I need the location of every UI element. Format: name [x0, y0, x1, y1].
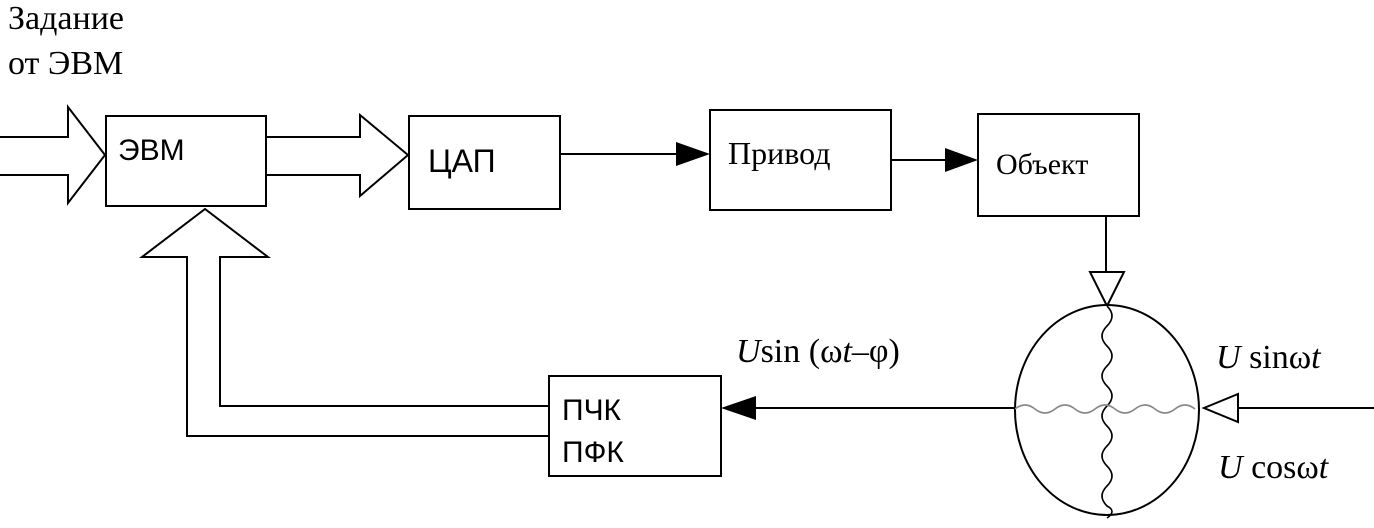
input-bus-arrow — [0, 104, 107, 206]
resolver-circle — [1014, 304, 1200, 516]
object-block — [977, 113, 1140, 217]
input-label-line2: от ЭВМ — [8, 45, 123, 82]
resolver-rotor-coil — [1101, 305, 1113, 519]
converter-block — [548, 375, 722, 477]
drive-to-object-arrowhead — [945, 148, 978, 172]
computer-to-dac-bus-arrow — [266, 112, 410, 199]
converter-label-line2: ПФК — [562, 436, 624, 469]
object-label: Объект — [996, 148, 1088, 181]
converter-label-line1: ПЧК — [562, 394, 622, 427]
dac-to-drive-arrowhead — [676, 142, 710, 166]
computer-label: ЭВМ — [118, 134, 185, 167]
shaft-arrowhead — [1088, 271, 1126, 309]
drive-label: Привод — [728, 135, 830, 171]
dac-block — [408, 115, 561, 210]
excitation-arrowhead — [1201, 392, 1239, 424]
computer-block — [105, 115, 267, 207]
drive-block — [709, 109, 892, 211]
input-label-line1: Задание — [8, 0, 124, 37]
feedback-arrowhead — [721, 396, 756, 420]
dac-label: ЦАП — [428, 143, 496, 179]
excitation-sin-label: U sinωt — [1216, 339, 1322, 376]
excitation-cos-label: U cosωt — [1218, 449, 1330, 486]
feedback-bus-arrow — [139, 207, 549, 437]
resolver-stator-coil — [1014, 404, 1196, 414]
feedback-signal-label: Usin (ωt–φ) — [736, 333, 900, 370]
